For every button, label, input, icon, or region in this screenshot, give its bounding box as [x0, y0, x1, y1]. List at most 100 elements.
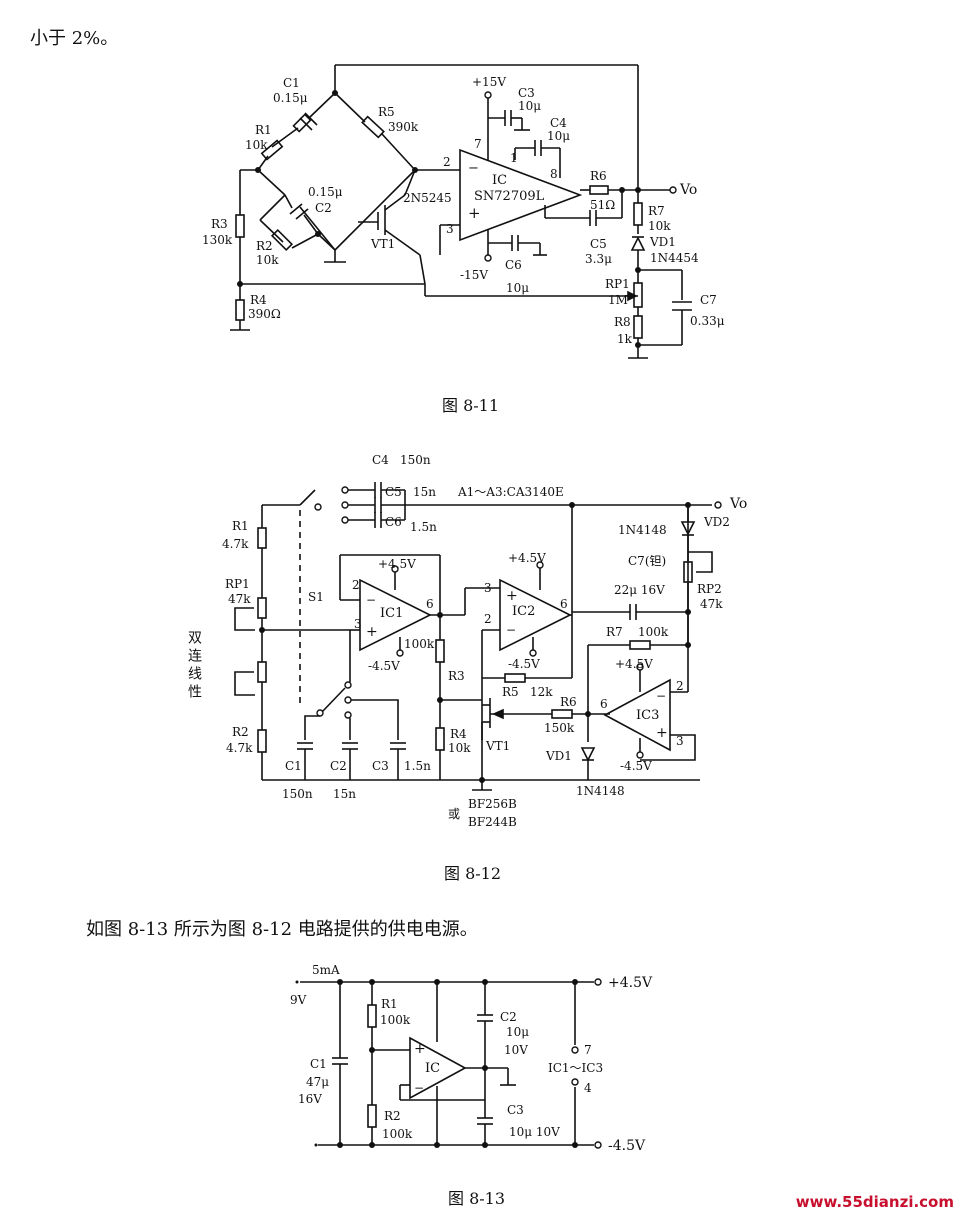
c6-value: 1.5n: [410, 520, 437, 534]
c4-label: C4: [372, 453, 389, 467]
c4-value: 150n: [400, 453, 431, 467]
circuit-fig-8-11: C1 0.15μ R1 10k R5 390k +15V C3 10μ C4 1…: [202, 64, 725, 359]
c7-value: 0.33μ: [690, 314, 725, 328]
ic1-feedback-value: 100k: [404, 637, 435, 651]
current-label: 5mA: [312, 963, 340, 977]
ic-label: IC: [492, 173, 507, 188]
amps-label: A1～A3:CA3140E: [457, 485, 564, 499]
rp1-label: RP1: [605, 277, 630, 291]
c1-voltage: 16V: [298, 1092, 322, 1106]
svg-text:−: −: [506, 623, 516, 637]
r2-label: R2: [256, 239, 273, 253]
r5-value: 390k: [388, 120, 419, 134]
ic2-plus-supply: +4.5V: [508, 551, 546, 565]
c5-label: C5: [385, 485, 402, 499]
c1-label: C1: [283, 76, 300, 90]
r5-value: 12k: [530, 685, 553, 699]
vt1-label: VT1: [370, 237, 395, 251]
svg-text:−: −: [366, 593, 376, 607]
vd1-label: VD1: [649, 235, 676, 249]
vd1-part: 1N4148: [576, 784, 625, 798]
rp2-label: RP2: [697, 582, 722, 596]
caption-fig-8-11: 图 8-11: [442, 396, 500, 415]
pin-7-label: 7: [584, 1043, 592, 1057]
r6-label: R6: [590, 169, 607, 183]
paragraph-top: 小于 2%。: [30, 28, 119, 49]
c5-value: 3.3μ: [585, 252, 612, 266]
r2-label: R2: [232, 725, 249, 739]
c2-label: C2: [315, 201, 332, 215]
ic2-pin2: 2: [484, 612, 492, 626]
ic1-pin2: 2: [352, 578, 360, 592]
c3-label: C3: [372, 759, 389, 773]
r4-label: R4: [450, 727, 467, 741]
ic3-pin2: 2: [676, 679, 684, 693]
r4-value: 390Ω: [248, 307, 281, 321]
svg-text:+: +: [506, 588, 518, 604]
ic2-pin3: 3: [484, 581, 492, 595]
pin-3: 3: [446, 222, 454, 236]
vd2-part: 1N4148: [618, 523, 667, 537]
minus15v-label: -15V: [460, 268, 488, 282]
c2-value: 0.15μ: [308, 185, 343, 199]
c1-label: C1: [310, 1057, 327, 1071]
rp1-value: 47k: [228, 592, 251, 606]
vd2-label: VD2: [703, 515, 730, 529]
pin-1: 1: [510, 151, 518, 165]
c6-value: 10μ: [506, 281, 529, 295]
r1-label: R1: [255, 123, 272, 137]
c3-label: C3: [507, 1103, 524, 1117]
caption-fig-8-12: 图 8-12: [444, 864, 502, 883]
rp1-value: 1M: [608, 293, 628, 307]
c2-voltage: 10V: [504, 1043, 528, 1057]
r4-value: 10k: [448, 741, 471, 755]
r2-value: 100k: [382, 1127, 413, 1141]
minus-4-5v-label: -4.5V: [608, 1138, 646, 1154]
r1-label: R1: [381, 997, 398, 1011]
ic1-label: IC1: [380, 606, 403, 621]
jfet-part-2: BF244B: [468, 815, 517, 829]
ic1-pin3: 3: [354, 617, 362, 631]
ic-label: IC: [425, 1061, 440, 1076]
or-label: 或: [448, 807, 460, 821]
circuit-fig-8-12: C4 150n C5 15n C6 1.5n A1～A3:CA3140E Vo …: [186, 453, 747, 829]
ic3-pin6: 6: [600, 697, 608, 711]
c2-value: 10μ: [506, 1025, 529, 1039]
r8-label: R8: [614, 315, 631, 329]
pin-2: 2: [443, 155, 451, 169]
ic-part: SN72709L: [474, 189, 545, 204]
s1-label: S1: [308, 590, 324, 604]
ic2-pin6: 6: [560, 597, 568, 611]
vt1-label: VT1: [485, 739, 510, 753]
r7-label: R7: [648, 204, 665, 218]
c1-value: 47μ: [306, 1075, 329, 1089]
vd1-part: 1N4454: [650, 251, 699, 265]
r3-value: 130k: [202, 233, 233, 247]
vd1-label: VD1: [545, 749, 572, 763]
watermark: www.55dianzi.com: [795, 1193, 954, 1211]
ic3-minus-supply: -4.5V: [620, 759, 652, 773]
r8-value: 1k: [617, 332, 633, 346]
paragraph-mid: 如图 8-13 所示为图 8-12 电路提供的供电电源。: [86, 919, 478, 940]
rp1-label: RP1: [225, 577, 250, 591]
c7-label: C7(钽): [628, 554, 666, 568]
c1-value: 150n: [282, 787, 313, 801]
jfet-part: 2N5245: [403, 191, 452, 205]
c4-label: C4: [550, 116, 567, 130]
r6-value: 51Ω: [590, 198, 615, 212]
vo-label: Vo: [679, 182, 697, 198]
svg-text:−: −: [656, 689, 666, 703]
rp2-value: 47k: [700, 597, 723, 611]
r7-label: R7: [606, 625, 623, 639]
c5-value: 15n: [413, 485, 436, 499]
svg-text:−: −: [468, 161, 479, 176]
plus-4-5v-label: +4.5V: [608, 975, 653, 991]
c5-label: C5: [590, 237, 607, 251]
r1-value: 100k: [380, 1013, 411, 1027]
twin-gang-label: 双连线性: [186, 630, 202, 702]
r1-value: 10k: [245, 138, 268, 152]
c1-value: 0.15μ: [273, 91, 308, 105]
r5-label: R5: [378, 105, 395, 119]
r2-value: 4.7k: [226, 741, 253, 755]
